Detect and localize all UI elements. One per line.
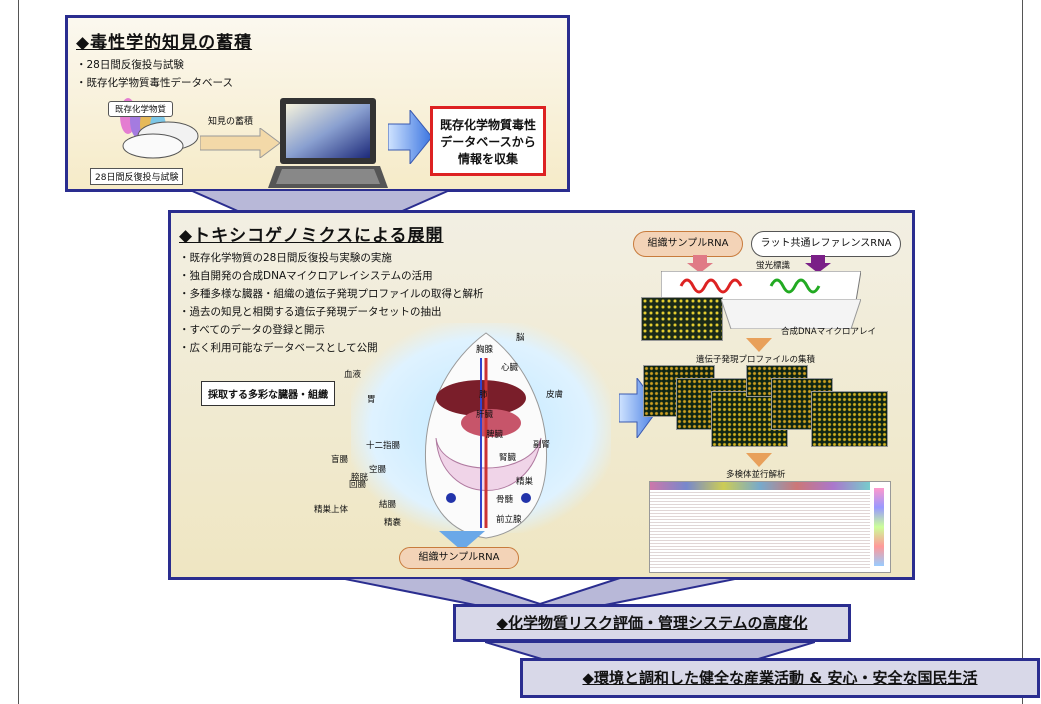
section1-title: ◆毒性学的知見の蓄積	[76, 33, 253, 53]
organ-label: 腎臓	[499, 453, 517, 463]
organ-label: 皮膚	[546, 390, 564, 400]
blue-arrow-right-2	[619, 378, 659, 438]
organ-label: 胸腺	[476, 345, 494, 355]
redbox-line: データベースから	[440, 135, 536, 149]
organ-label: 盲腸	[331, 455, 349, 465]
heatmap-analysis	[649, 481, 891, 573]
section-toxicogenomics: ◆トキシコゲノミクスによる展開 既存化学物質の28日間反復投与実験の実施 独自開…	[168, 210, 915, 580]
microarray-slide	[641, 297, 723, 341]
orange-arrow-2	[746, 453, 772, 467]
section2-bullet: 多種多様な臓器・組織の遺伝子発現プロファイルの取得と解析	[179, 285, 484, 303]
organ-label: 肺	[479, 390, 488, 400]
organ-label: 精嚢	[384, 518, 402, 528]
microarray-slide-bg	[721, 299, 861, 329]
organ-label: 血液	[344, 370, 362, 380]
organ-label: 前立腺	[496, 515, 522, 525]
analysis-label: 多検体並行解析	[726, 470, 786, 480]
label-arrows	[687, 255, 831, 273]
section2-bullet: 過去の知見と相関する遺伝子発現データセットの抽出	[179, 303, 484, 321]
organ-label: 胃	[367, 395, 376, 405]
blue-arrow-down	[439, 531, 485, 551]
section1-bullet: 28日間反復投与試験	[76, 56, 233, 74]
heatmap-body	[650, 492, 870, 570]
chemicals-tag: 既存化学物質	[108, 101, 174, 117]
organ-label: 精巣	[516, 477, 534, 487]
page-border-left	[18, 0, 19, 704]
labeled-rna-strip	[661, 271, 861, 301]
test-label-box: 28日間反復投与試験	[90, 168, 184, 185]
fluor-label: 蛍光標識	[756, 261, 791, 271]
blue-arrow-right	[388, 110, 432, 164]
organ-label: 脾臓	[486, 430, 504, 440]
organ-label: 脳	[516, 333, 525, 343]
society-outcome-bar: ◆環境と調和した健全な産業活動 & 安心・安全な国民生活	[520, 658, 1040, 698]
rna-reference-oval: ラット共通レファレンスRNA	[751, 231, 901, 257]
organ-label: 空腸	[369, 465, 387, 475]
organ-label: 心臓	[501, 363, 519, 373]
page-border-right	[1022, 0, 1023, 704]
organs-label-box: 採取する多彩な臓器・組織	[201, 381, 335, 406]
organ-label: 結腸	[379, 500, 397, 510]
profile-label: 遺伝子発現プロファイルの集積	[696, 355, 816, 365]
section1-bullets: 28日間反復投与試験 既存化学物質毒性データベース	[76, 56, 233, 92]
organ-label: 十二指腸	[366, 441, 401, 451]
organ-label: 精巣上体	[314, 505, 349, 515]
rat-anatomy-illustration	[424, 332, 548, 539]
redbox-line: 情報を収集	[457, 152, 518, 166]
section2-bullets: 既存化学物質の28日間反復投与実験の実施 独自開発の合成DNAマイクロアレイシス…	[179, 249, 484, 357]
risk-evaluation-bar: ◆化学物質リスク評価・管理システムの高度化	[453, 604, 851, 642]
organ-label: 膀胱	[351, 473, 369, 483]
laptop-icon	[268, 98, 388, 188]
section-knowledge: ◆毒性学的知見の蓄積 28日間反復投与試験 既存化学物質毒性データベース 既存化…	[65, 15, 570, 192]
organ-label: 骨髄	[496, 495, 514, 505]
microarray-label: 合成DNAマイクロアレイ	[781, 327, 877, 337]
tissue-rna-oval: 組織サンプルRNA	[399, 547, 519, 569]
bar2-text: ◆環境と調和した健全な産業活動 & 安心・安全な国民生活	[582, 669, 978, 687]
section2-bullet: すべてのデータの登録と開示	[179, 321, 484, 339]
accumulate-label: 知見の蓄積	[208, 117, 254, 127]
orange-arrow-1	[746, 338, 772, 352]
heatmap-header	[650, 482, 870, 490]
profile-array	[811, 391, 888, 447]
organ-label: 肝臓	[476, 410, 494, 420]
section2-bullet: 独自開発の合成DNAマイクロアレイシステムの活用	[179, 267, 484, 285]
section2-bullet: 広く利用可能なデータベースとして公開	[179, 339, 484, 357]
section2-bullet: 既存化学物質の28日間反復投与実験の実施	[179, 249, 484, 267]
section2-title: ◆トキシコゲノミクスによる展開	[179, 226, 444, 246]
redbox-line: 既存化学物質毒性	[439, 118, 536, 132]
accumulate-arrow	[200, 128, 280, 158]
rna-tissue-oval: 組織サンプルRNA	[633, 231, 743, 257]
bar1-text: ◆化学物質リスク評価・管理システムの高度化	[496, 614, 808, 632]
organ-label: 回腸	[349, 480, 367, 490]
organ-label: 副腎	[533, 440, 551, 450]
heatmap-legend	[874, 488, 884, 566]
collect-info-box: 既存化学物質毒性 データベースから 情報を収集	[430, 106, 546, 176]
section1-bullet: 既存化学物質毒性データベース	[76, 74, 233, 92]
